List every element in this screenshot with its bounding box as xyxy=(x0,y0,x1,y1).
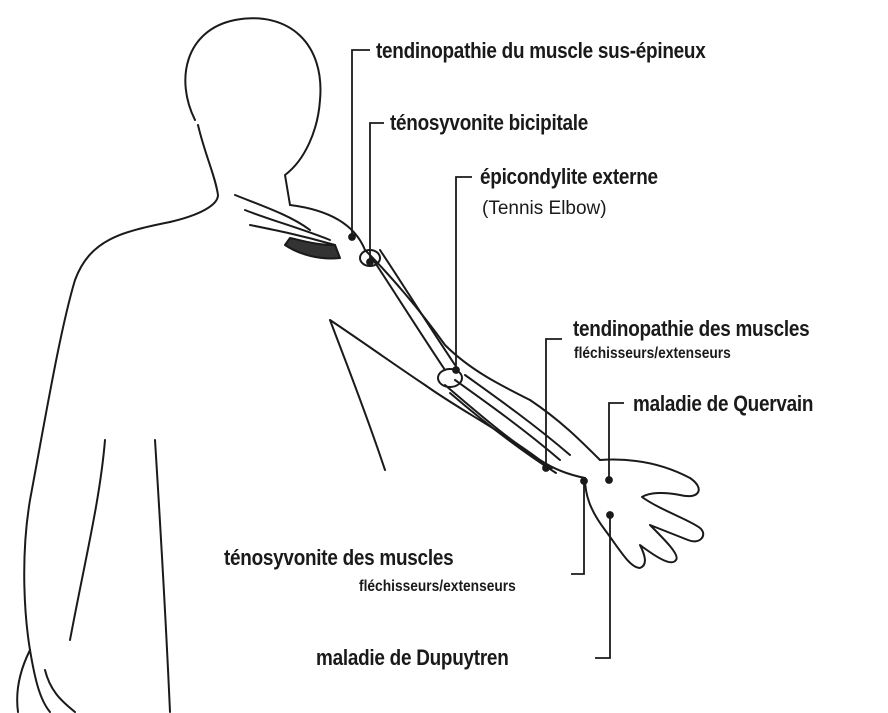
leader-flexor xyxy=(546,339,562,468)
head-outline xyxy=(185,18,320,205)
label-tenosynovitis: ténosyvonite des muscles xyxy=(224,545,453,571)
leader-tenosynovitis xyxy=(571,481,584,574)
label-tenosynovitis-sub: fléchisseurs/extenseurs xyxy=(359,578,516,596)
left-hand xyxy=(17,650,75,712)
label-supraspinatus: tendinopathie du muscle sus-épineux xyxy=(376,38,705,64)
label-epicondylitis: épicondylite externe xyxy=(480,164,658,190)
label-epicondylitis-sub: (Tennis Elbow) xyxy=(482,198,607,220)
label-flexor-tendinopathy: tendinopathie des muscles xyxy=(573,316,809,342)
label-flexor-tendinopathy-sub: fléchisseurs/extenseurs xyxy=(574,345,731,363)
leader-supraspinatus xyxy=(352,50,370,237)
leader-bicipital xyxy=(370,123,384,262)
torso-bottom xyxy=(155,440,170,712)
torso-right xyxy=(330,320,385,470)
plexus-dark xyxy=(285,238,340,258)
body-outline-left xyxy=(24,222,170,712)
label-quervain: maladie de Quervain xyxy=(633,391,813,417)
leader-epicondylitis xyxy=(456,177,472,370)
leader-dupuytren xyxy=(595,515,610,658)
left-arm-inner xyxy=(70,440,105,640)
plexus-nerves xyxy=(235,195,335,245)
label-dupuytren: maladie de Dupuytren xyxy=(316,645,509,671)
arm-upper-top xyxy=(365,250,530,400)
neck-left xyxy=(170,125,218,222)
label-bicipital: ténosyvonite bicipitale xyxy=(390,110,588,136)
leader-quervain xyxy=(609,403,624,480)
hand-outline xyxy=(585,460,703,568)
